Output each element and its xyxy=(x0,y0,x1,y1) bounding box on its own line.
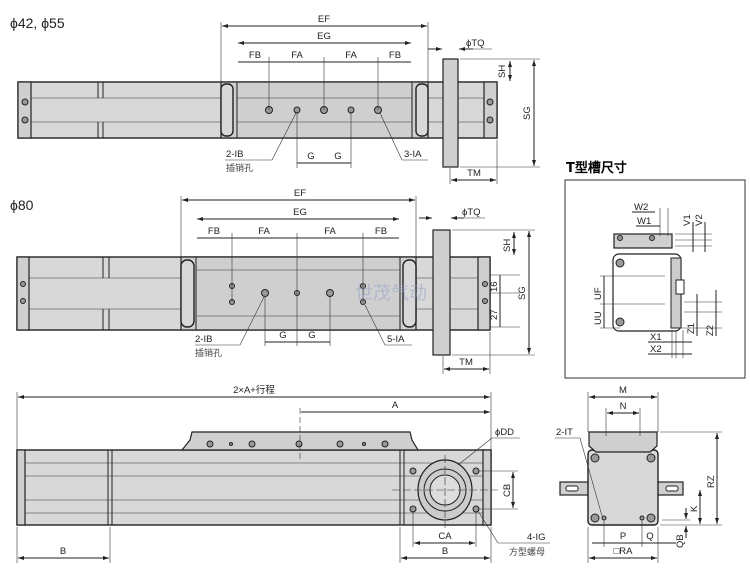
dim-EF: EF xyxy=(318,14,330,25)
top-view-title: ϕ42, ϕ55 xyxy=(10,15,65,31)
dim-SG: SG xyxy=(517,286,528,300)
callout-pin-note: 插销孔 xyxy=(226,162,253,174)
dim-QB: QB xyxy=(675,534,686,548)
dim-B-right: B xyxy=(442,546,448,557)
dim-X1: X1 xyxy=(650,332,662,343)
side-view: 2×A+行程 A B B CA CB ϕDD 4-IG 方型螺母 xyxy=(16,384,550,563)
dim-SG: SG xyxy=(522,106,533,120)
watermark: 世茂气动 xyxy=(355,283,427,304)
callout-2-IB: 2-IB xyxy=(226,149,243,160)
top-view: ϕ42, ϕ55 EF EG FB FA FA FB G xyxy=(10,14,540,184)
dim-A: A xyxy=(392,400,399,411)
dim-TM: TM xyxy=(467,168,481,179)
callout-4-IG: 4-IG xyxy=(527,532,545,543)
tslot-title: T型槽尺寸 xyxy=(566,160,627,176)
callout-nut-note: 方型螺母 xyxy=(509,546,545,558)
dim-TQ: ϕTQ xyxy=(462,207,481,218)
dim-EG: EG xyxy=(317,31,331,42)
dim-16: 16 xyxy=(489,281,500,292)
dim-total-length: 2×A+行程 xyxy=(233,384,275,396)
dim-Q: Q xyxy=(646,531,653,542)
mid-view-title: ϕ80 xyxy=(10,197,34,213)
mid-view: ϕ80 世茂气动 EF EG FB FA FA FB G G xyxy=(10,188,535,374)
dim-FB-right: FB xyxy=(375,226,387,237)
dim-Z2: Z2 xyxy=(705,325,716,336)
dim-SH: SH xyxy=(497,65,508,78)
dim-FA-left: FA xyxy=(258,226,270,237)
dim-EF: EF xyxy=(294,188,306,199)
dim-FB-left: FB xyxy=(208,226,220,237)
dim-CA: CA xyxy=(438,531,452,542)
dim-TQ: ϕTQ xyxy=(466,38,485,49)
dim-W2: W2 xyxy=(634,202,648,213)
dim-Z1: Z1 xyxy=(686,323,697,334)
end-view: M N RZ K QB P Q □RA 2-IT xyxy=(555,385,722,563)
dim-FA-left: FA xyxy=(291,50,303,61)
side-plate-holes xyxy=(206,440,389,448)
callout-5-IA: 5-IA xyxy=(387,334,405,345)
dim-G-right: G xyxy=(308,330,315,341)
dim-P: P xyxy=(620,531,626,542)
dim-UU: UU xyxy=(593,311,604,325)
dim-FB-left: FB xyxy=(249,50,261,61)
dim-RZ: RZ xyxy=(706,475,717,488)
callout-3-IA: 3-IA xyxy=(404,149,422,160)
dim-DD: ϕDD xyxy=(495,427,514,438)
dim-UF: UF xyxy=(593,287,604,300)
callout-pin-note: 插销孔 xyxy=(195,347,222,359)
dim-FA-right: FA xyxy=(345,50,357,61)
dim-B-left: B xyxy=(60,546,66,557)
callout-2-IT: 2-IT xyxy=(556,427,573,438)
callout-2-IB: 2-IB xyxy=(195,334,212,345)
dim-X2: X2 xyxy=(650,344,662,355)
dim-V2: V2 xyxy=(694,214,705,226)
mid-shaft xyxy=(432,229,451,356)
end-carriage xyxy=(588,431,658,453)
dim-FA-right: FA xyxy=(324,226,336,237)
tslot-carriage xyxy=(613,233,673,249)
right-end-cap xyxy=(483,81,498,139)
left-end-cap xyxy=(17,81,32,139)
dim-CB: CB xyxy=(502,484,513,497)
dim-RA: □RA xyxy=(614,546,634,557)
dim-M: M xyxy=(619,385,627,396)
dim-27: 27 xyxy=(489,309,500,320)
dim-G-left: G xyxy=(279,330,286,341)
end-body xyxy=(587,449,659,526)
top-shaft xyxy=(442,58,459,168)
dim-G-left: G xyxy=(307,151,314,162)
tslot-detail: T型槽尺寸 UF UU W2 W1 V1 V2 Z1 Z2 X1 X2 xyxy=(564,160,746,379)
dim-V1: V1 xyxy=(682,214,693,226)
dim-N: N xyxy=(620,401,627,412)
dim-FB-right: FB xyxy=(389,50,401,61)
dim-TM: TM xyxy=(459,357,473,368)
dim-SH: SH xyxy=(502,239,513,252)
dim-EG: EG xyxy=(293,207,307,218)
dim-G-right: G xyxy=(334,151,341,162)
dim-K: K xyxy=(689,505,700,512)
dim-W1: W1 xyxy=(637,216,651,227)
